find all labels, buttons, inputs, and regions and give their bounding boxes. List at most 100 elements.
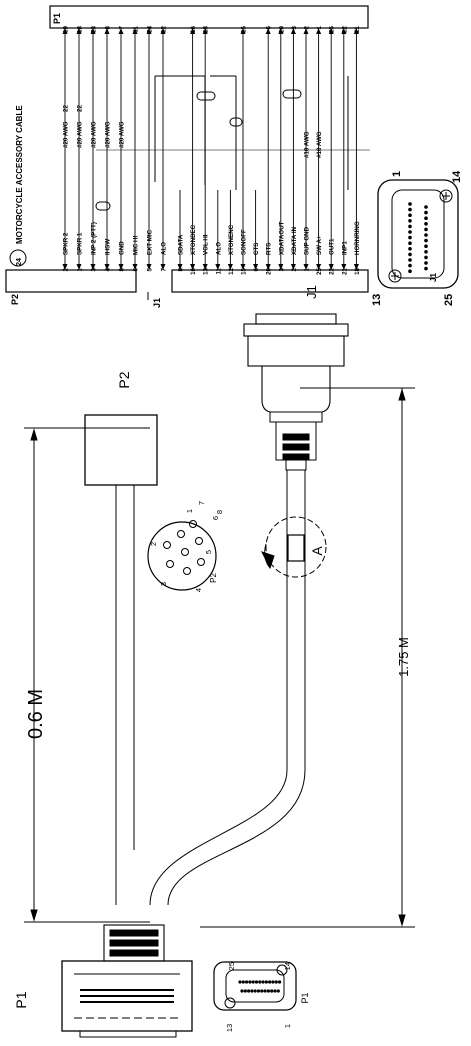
wiring-schematic (5, 5, 459, 300)
p1-face-label: P1 (300, 992, 310, 1003)
j1-pin-number: 18 (354, 267, 361, 274)
p1-pin-number: 6 (266, 25, 273, 29)
p1-pin-number: 11 (133, 25, 140, 32)
signal-name: ALO (161, 242, 168, 255)
p2-face-pin: 2 (149, 542, 158, 546)
schematic-wires (62, 28, 370, 270)
signal-name: ALO (215, 242, 222, 255)
p1-pin-number: 15 (241, 25, 248, 32)
wire-lower (215, 190, 221, 270)
p2-face-pin: 3 (159, 582, 168, 586)
p2-pin-block (5, 269, 137, 293)
p1-pin-number: 7 (119, 25, 126, 29)
title-text: MOTORCYCLE ACCESSORY CABLE (15, 105, 24, 244)
title-circle (9, 249, 27, 267)
p1-pin-number: 24 (147, 25, 154, 32)
wire-lower (227, 190, 233, 270)
wire-upper (146, 28, 152, 270)
p2-pin-number: 1 (77, 267, 84, 271)
wire-lower (278, 28, 284, 270)
signal-name: XTONDEC (190, 224, 197, 255)
p2-face-pin: 8 (215, 510, 224, 514)
j1-pin-number: 8 (178, 267, 185, 271)
j1-face-pin: 14 (451, 170, 463, 183)
signal-name: EXT MIC (147, 229, 154, 255)
j1-pin-number: 15 (241, 267, 248, 274)
signal-name: GND (119, 241, 126, 255)
signal-name: OUT1 (329, 238, 336, 255)
p2-pin-number: 6 (133, 267, 140, 271)
j1-pin-number: 11 (215, 267, 222, 274)
wire-gauge: #18 AWG (316, 131, 323, 158)
wire-gauge: #20 AWG (105, 121, 112, 148)
signal-name: VOL HI (203, 234, 210, 255)
p2-face-pin: 6 (211, 516, 220, 520)
j1-connector-body (243, 313, 349, 471)
p2-pin-number: 3 (91, 267, 98, 271)
detail-a-marker (261, 516, 327, 578)
p1-face-pin: 13 (225, 1024, 234, 1032)
signal-name: SW A+ (316, 235, 323, 255)
p2-connector-label: P2 (116, 371, 132, 388)
twist-count: 22 (63, 105, 70, 112)
p2-face-label: P2 (209, 573, 218, 583)
dim-long-label: 1.75 M (396, 637, 411, 677)
p2-connector-body (84, 414, 158, 486)
wire-gauge: #20 AWG (63, 121, 70, 148)
wire-lower (316, 28, 322, 270)
p1-connector-body (61, 924, 193, 1038)
signal-name: HORNRING (354, 221, 361, 255)
wire-upper (160, 28, 166, 270)
p1-block-label: P1 (52, 13, 62, 24)
signal-name: CTS (253, 243, 260, 255)
signal-name: SUP GND (304, 226, 311, 255)
j1-pin-number: 16 (190, 267, 197, 274)
wire-lower (265, 28, 271, 270)
signal-name: XTONENC (228, 224, 235, 255)
p1-face-pin: 25 (227, 962, 236, 970)
p1-pin-number: 20 (278, 25, 285, 32)
wire-lower (353, 28, 359, 270)
wire-upper (132, 28, 138, 270)
p2-face-pin: 7 (197, 501, 206, 505)
p1-pin-face (213, 961, 297, 1011)
p2-face-pin: 1 (185, 509, 194, 513)
p1-pin-block (49, 5, 369, 29)
wire-upper (62, 28, 68, 270)
j1-face-pin: 1 (391, 171, 403, 177)
signal-name: IHSW (105, 239, 112, 255)
cable-assembly (24, 313, 415, 1038)
wire-lower (177, 190, 183, 270)
p2-pin-number: 7 (161, 267, 168, 271)
p2-face-pin: 5 (204, 550, 213, 554)
wire-upper (76, 28, 82, 270)
j1-pin-number: 2 (291, 267, 298, 271)
p1-pin-number: 19 (63, 25, 70, 32)
p1-pin-number: 8 (105, 25, 112, 29)
p1-pin-number: 3 (291, 25, 298, 29)
detail-a-label: A (309, 546, 325, 556)
p1-pin-number: 25 (329, 25, 336, 32)
j1-face-drawing (377, 179, 459, 289)
j1-face-pin: 25 (443, 294, 455, 306)
p2-face-pin: 4 (194, 588, 203, 592)
signal-name: SDATA (178, 234, 185, 255)
j1-face-pin: 13 (371, 294, 383, 306)
p1-pin-number: 22 (341, 25, 348, 32)
p2-pin-face (147, 520, 217, 591)
signal-name: SONOFF (241, 229, 248, 255)
j1-pin-number: 12 (228, 267, 235, 274)
p1-pin-number: 1 (316, 25, 323, 29)
j1-pin-number: 22 (329, 267, 336, 274)
j1-block-label: J1 (152, 298, 162, 308)
j1-pin-number: 20 (266, 267, 273, 274)
wire-lower (341, 28, 347, 270)
wire-lower (290, 28, 296, 270)
wire-gauge: #20 AWG (91, 121, 98, 148)
p1-pin-number: 21 (354, 25, 361, 32)
twist-count: 22 (77, 105, 84, 112)
wire-gauge: #18 AWG (304, 131, 311, 158)
p1-pin-number: 12 (161, 25, 168, 32)
wire-upper (90, 28, 96, 270)
